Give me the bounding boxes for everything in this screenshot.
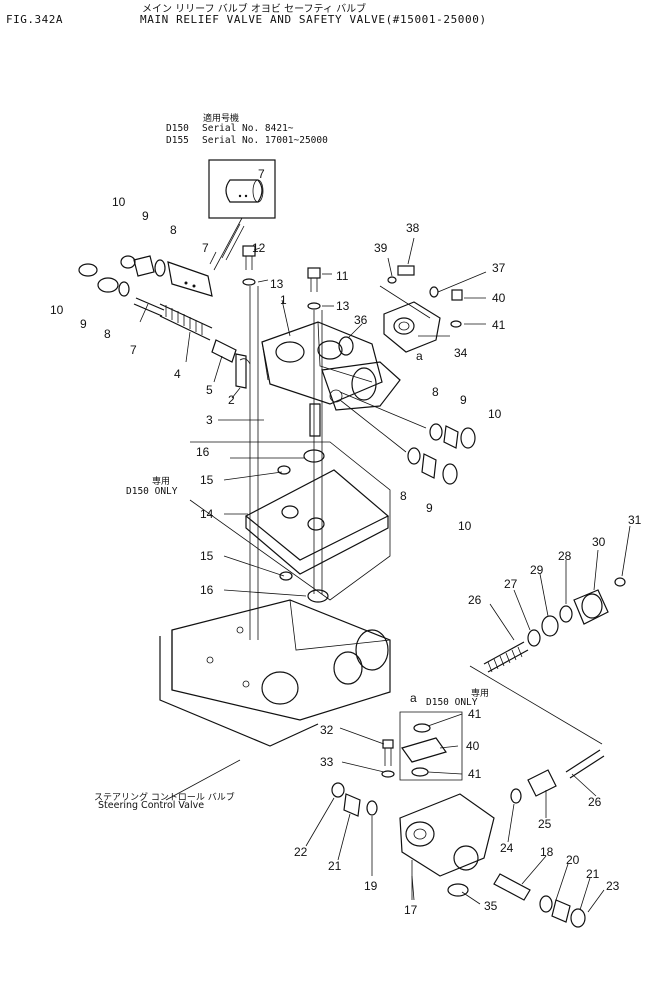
callout-21-b: 23 bbox=[606, 879, 620, 893]
applicability-model-2: D155 bbox=[166, 135, 189, 146]
callout-25: 26 bbox=[468, 593, 482, 607]
callout-5: 5 bbox=[206, 383, 213, 397]
callout-8-a: 8 bbox=[170, 223, 177, 237]
callout-8-b: 8 bbox=[104, 327, 111, 341]
callout-15-a: 15 bbox=[200, 473, 214, 487]
callout-15-b: 15 bbox=[200, 549, 214, 563]
callout-8-c: 8 bbox=[432, 385, 439, 399]
callout-11: 11 bbox=[336, 269, 349, 283]
callout-41-b: 41 bbox=[468, 767, 482, 781]
callout-17: 17 bbox=[404, 903, 418, 917]
callout-10-d: 10 bbox=[458, 519, 472, 533]
callout-33: 34 bbox=[454, 346, 468, 360]
callout-28: 30 bbox=[592, 535, 606, 549]
inset-sleeve-detail bbox=[208, 159, 276, 271]
callout-6: 7 bbox=[130, 343, 137, 357]
callout-9-b: 9 bbox=[80, 317, 87, 331]
callout-30: 35 bbox=[484, 899, 498, 913]
steering-valve-label: Steering Control Valve bbox=[98, 800, 205, 811]
callout-19-b: 20 bbox=[566, 853, 580, 867]
leader-lines bbox=[139, 237, 631, 913]
callout-26-a: 28 bbox=[558, 549, 572, 563]
callout-9-c: 9 bbox=[460, 393, 467, 407]
callout-4: 4 bbox=[174, 367, 181, 381]
callout-26-b: 27 bbox=[504, 577, 518, 591]
callout-19-a: 19 bbox=[364, 879, 378, 893]
callout-37: 39 bbox=[374, 241, 388, 255]
plate-part-14 bbox=[189, 441, 391, 603]
callout-41-a: 41 bbox=[468, 707, 482, 721]
applicability-serial-2: Serial No. 17001~25000 bbox=[202, 135, 328, 146]
d150-only-note: D150 ONLY bbox=[126, 486, 178, 497]
callout-13-a: 13 bbox=[270, 277, 284, 291]
callout-36: 38 bbox=[406, 221, 420, 235]
callout-24: 26 bbox=[588, 795, 602, 809]
callout-8-d: 8 bbox=[400, 489, 407, 503]
callout-16-b: 16 bbox=[200, 583, 214, 597]
callout-27: 29 bbox=[530, 563, 544, 577]
flange-elbow-part-33 bbox=[338, 265, 463, 356]
callout-16-a: 16 bbox=[196, 445, 210, 459]
callout-31: 32 bbox=[320, 723, 334, 737]
valve-body-part-1 bbox=[235, 321, 401, 437]
callout-34: 37 bbox=[492, 261, 506, 275]
safety-valve-parts-right bbox=[469, 577, 626, 745]
callout-23: 25 bbox=[538, 817, 552, 831]
callout-29: 31 bbox=[628, 513, 642, 527]
callout-labels: 7 10 9 8 7 12 13 11 13 1 10 9 8 7 4 5 2 … bbox=[50, 167, 642, 917]
applicability-heading-jp: 適用号機 bbox=[203, 114, 240, 124]
callout-35: 36 bbox=[354, 313, 368, 327]
steering-valve-jp: ステアリング コントロール バルブ bbox=[94, 793, 235, 803]
callout-38: 40 bbox=[492, 291, 506, 305]
relief-parts-right bbox=[339, 391, 476, 485]
callout-10-a: 10 bbox=[112, 195, 126, 209]
callout-40: 40 bbox=[466, 739, 480, 753]
callout-3: 3 bbox=[206, 413, 213, 427]
ref-a-bottom: a bbox=[410, 691, 417, 705]
relief-valve-parts-left bbox=[78, 255, 251, 365]
steering-control-valve-body bbox=[159, 599, 391, 801]
callout-10-c: 10 bbox=[488, 407, 502, 421]
applicability-model-1: D150 bbox=[166, 123, 189, 134]
callout-12: 12 bbox=[252, 241, 266, 255]
applicability-serial-1: Serial No. 8421~ bbox=[202, 123, 294, 134]
callout-20-a: 21 bbox=[328, 859, 342, 873]
callout-21-a: 22 bbox=[294, 845, 308, 859]
figure-title: MAIN RELIEF VALVE AND SAFETY VALVE(#1500… bbox=[140, 13, 487, 26]
callout-20-b: 21 bbox=[586, 867, 600, 881]
d150-only-a-jp: 専用 bbox=[471, 689, 490, 699]
bolts-and-washers bbox=[242, 245, 323, 640]
callout-10-b: 10 bbox=[50, 303, 64, 317]
callout-14: 14 bbox=[200, 507, 214, 521]
callout-7: 7 bbox=[202, 241, 209, 255]
callout-1: 1 bbox=[280, 293, 287, 307]
callout-9-d: 9 bbox=[426, 501, 433, 515]
callout-39: 41 bbox=[492, 318, 506, 332]
callout-22: 24 bbox=[500, 841, 514, 855]
callout-32: 33 bbox=[320, 755, 334, 769]
figure-number: FIG.342A bbox=[6, 13, 63, 26]
callout-18: 18 bbox=[540, 845, 554, 859]
ref-a-top: a bbox=[416, 349, 423, 363]
callout-13-b: 13 bbox=[336, 299, 350, 313]
d150-only-jp: 専用 bbox=[152, 477, 171, 487]
callout-7-inset: 7 bbox=[258, 167, 265, 181]
callout-2: 2 bbox=[228, 393, 235, 407]
callout-9-a: 9 bbox=[142, 209, 149, 223]
figure-title-japanese: メイン リリーフ バルブ オヨビ セーフティ バルブ bbox=[142, 4, 367, 15]
safety-valve-body-part-17 bbox=[331, 711, 605, 928]
d150-only-a-note: D150 ONLY bbox=[426, 697, 478, 708]
